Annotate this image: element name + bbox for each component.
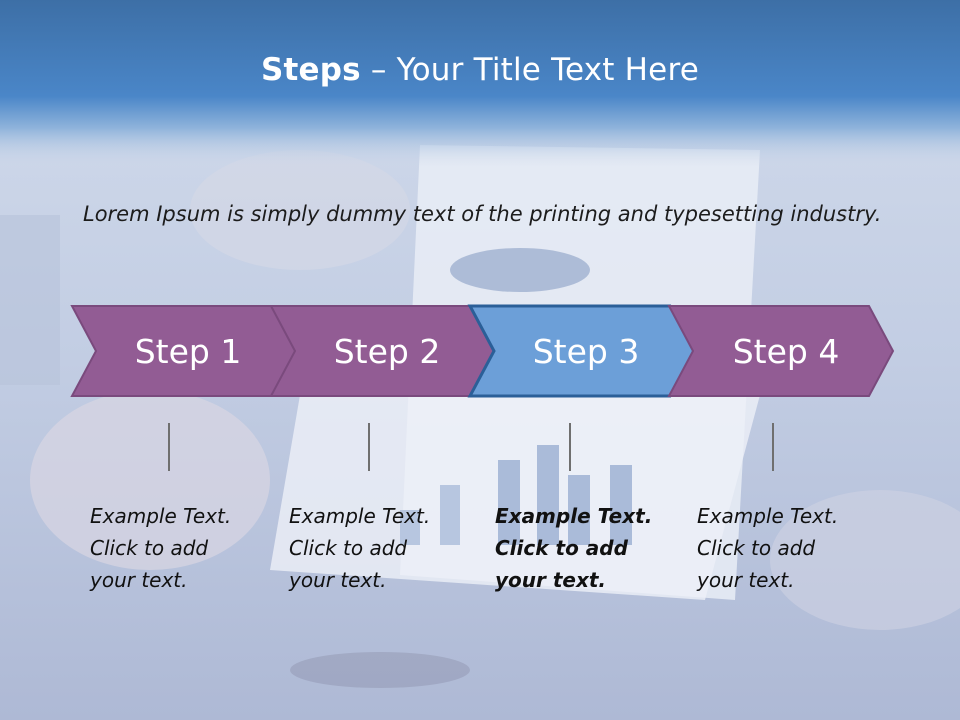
step-1-chevron[interactable]: Step 1 [70, 305, 298, 397]
intro-text: Lorem Ipsum is simply dummy text of the … [83, 202, 882, 226]
title-rest: – Your Title Text Here [360, 52, 699, 88]
step-4-text[interactable]: Example Text. Click to add your text. [697, 504, 839, 592]
step-2-text[interactable]: Example Text. Click to add your text. [289, 504, 431, 592]
step-3-text[interactable]: Example Text. Click to add your text. [495, 504, 653, 592]
step-4-chevron[interactable]: Step 4 [667, 305, 895, 397]
step-4-label: Step 4 [733, 332, 840, 371]
step-3-chevron[interactable]: Step 3 [467, 304, 696, 398]
step-2-label: Step 2 [334, 332, 441, 371]
step-2-chevron[interactable]: Step 2 [269, 305, 497, 397]
step-1-label: Step 1 [135, 332, 242, 371]
step-1-connector [168, 423, 170, 471]
slide-title: Steps – Your Title Text Here [0, 52, 960, 88]
step-4-connector [772, 423, 774, 471]
step-3-connector [569, 423, 571, 471]
title-bold: Steps [260, 52, 361, 88]
step-1-text[interactable]: Example Text. Click to add your text. [90, 504, 232, 592]
step-2-connector [368, 423, 370, 471]
step-3-label: Step 3 [533, 332, 640, 371]
